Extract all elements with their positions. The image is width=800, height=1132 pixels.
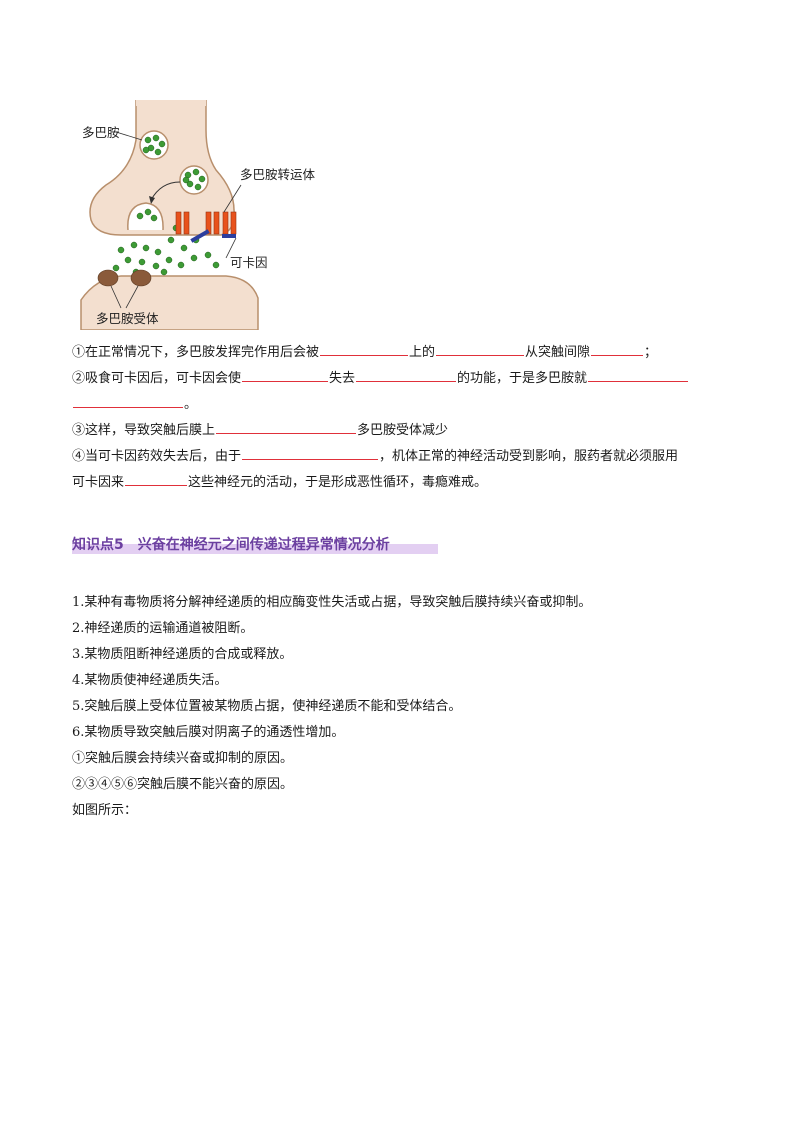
question-3: ③这样，导致突触后膜上多巴胺受体减少 <box>72 418 732 444</box>
section-heading: 知识点5 兴奋在神经元之间传递过程异常情况分析 <box>72 533 438 557</box>
blank-2c[interactable] <box>588 367 689 382</box>
list-item: ①突触后膜会持续兴奋或抑制的原因。 <box>72 751 294 766</box>
label-transporter: 多巴胺转运体 <box>240 167 316 182</box>
list-item: ②③④⑤⑥突触后膜不能兴奋的原因。 <box>72 777 294 792</box>
list-item: 5.突触后膜上受体位置被某物质占据，使神经递质不能和受体结合。 <box>72 699 462 714</box>
list-item: 3.某物质阻断神经递质的合成或释放。 <box>72 647 293 662</box>
heading-highlight <box>72 544 438 554</box>
blank-2b[interactable] <box>356 367 457 382</box>
blank-3a[interactable] <box>216 419 357 434</box>
blank-1a[interactable] <box>320 341 409 356</box>
analysis-list: 1.某种有毒物质将分解神经递质的相应酶变性失活或占据，导致突触后膜持续兴奋或抑制… <box>72 590 732 824</box>
postsynaptic-membrane <box>80 275 259 331</box>
dopamine-transporters <box>175 211 237 235</box>
dopamine-receptors <box>97 269 152 287</box>
fusing-vesicle <box>127 202 164 231</box>
blank-4b[interactable] <box>125 471 188 486</box>
fill-in-questions: ①在正常情况下，多巴胺发挥完作用后会被上的从突触间隙； ②吸食可卡因后，可卡因会… <box>72 340 732 496</box>
blank-1c[interactable] <box>591 341 644 356</box>
blank-2d[interactable] <box>73 393 183 408</box>
blank-1b[interactable] <box>436 341 525 356</box>
blank-2a[interactable] <box>242 367 329 382</box>
list-item: 6.某物质导致突触后膜对阴离子的通透性增加。 <box>72 725 345 740</box>
list-item: 1.某种有毒物质将分解神经递质的相应酶变性失活或占据，导致突触后膜持续兴奋或抑制… <box>72 595 592 610</box>
release-arrow <box>150 181 181 201</box>
question-2-continued: 。 <box>72 392 732 418</box>
blank-4a[interactable] <box>242 445 379 460</box>
question-4-continued: 可卡因来这些神经元的活动，于是形成恶性循环，毒瘾难戒。 <box>72 470 732 496</box>
list-item: 如图所示： <box>72 803 138 818</box>
list-item: 4.某物质使神经递质失活。 <box>72 673 228 688</box>
question-1: ①在正常情况下，多巴胺发挥完作用后会被上的从突触间隙； <box>72 340 732 366</box>
section-title: 知识点5 兴奋在神经元之间传递过程异常情况分析 <box>72 537 390 553</box>
label-cocaine: 可卡因 <box>230 255 268 270</box>
cocaine-molecules <box>190 229 236 243</box>
dopamine-molecules <box>112 134 220 276</box>
synapse-figure: 多巴胺 多巴胺转运体 可卡因 多巴胺受体 <box>76 99 315 331</box>
question-4: ④当可卡因药效失去后，由于，机体正常的神经活动受到影响，服药者就必须服用 <box>72 444 732 470</box>
label-dopamine: 多巴胺 <box>82 125 120 140</box>
list-item: 2.神经递质的运输通道被阻断。 <box>72 621 254 636</box>
synapse-diagram <box>80 99 259 331</box>
question-2: ②吸食可卡因后，可卡因会使失去的功能，于是多巴胺就 <box>72 366 732 392</box>
label-receptor: 多巴胺受体 <box>96 311 159 326</box>
presynaptic-terminal <box>89 99 235 236</box>
